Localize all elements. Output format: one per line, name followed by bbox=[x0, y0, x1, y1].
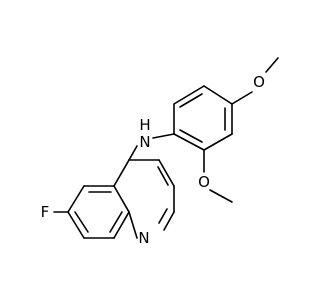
bond bbox=[179, 93, 203, 108]
molecule-structure-diagram: F N H N O O bbox=[41, 57, 279, 247]
bond bbox=[265, 57, 279, 73]
bond bbox=[67, 185, 85, 213]
bond bbox=[173, 85, 205, 105]
bond bbox=[67, 211, 85, 239]
atom-labels: F N H N O O bbox=[41, 73, 265, 247]
atom-label-quinoline-nitrogen: N bbox=[138, 229, 149, 247]
bond bbox=[128, 145, 138, 161]
bond-lines bbox=[53, 57, 279, 239]
bond bbox=[173, 133, 205, 151]
bond bbox=[113, 185, 130, 213]
atom-label-oxygen-ortho: O bbox=[198, 173, 210, 191]
bond bbox=[157, 166, 169, 186]
bond bbox=[74, 211, 89, 233]
bond bbox=[152, 133, 175, 139]
atom-label-amine-nitrogen: N bbox=[139, 133, 150, 151]
atom-label-amine-hydrogen: H bbox=[139, 116, 150, 134]
bond bbox=[203, 85, 233, 105]
bond bbox=[158, 208, 168, 224]
bond bbox=[128, 211, 138, 239]
atom-label-fluorine: F bbox=[41, 203, 50, 221]
bond bbox=[209, 189, 233, 203]
bond bbox=[113, 159, 130, 187]
bond bbox=[109, 211, 123, 233]
bond bbox=[203, 133, 233, 151]
bond bbox=[231, 91, 253, 105]
bond bbox=[158, 159, 175, 187]
atom-label-oxygen-para: O bbox=[253, 73, 265, 91]
bond bbox=[113, 211, 130, 239]
bond bbox=[163, 211, 175, 231]
bond bbox=[179, 129, 203, 143]
